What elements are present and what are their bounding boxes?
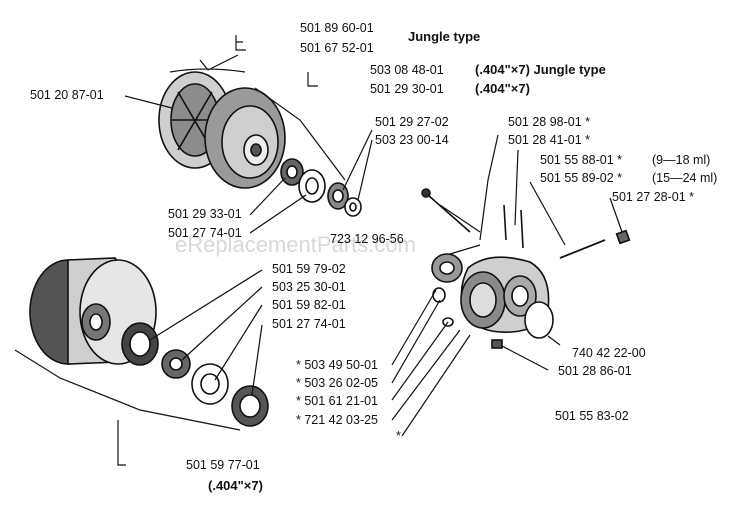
label-723-12-96-56: 723 12 96-56	[330, 232, 404, 246]
label-501-61-21-01: * 501 61 21-01	[296, 394, 378, 408]
label-404-note-1: (.404"×7)	[475, 81, 530, 96]
label-503-49-50-01: * 503 49 50-01	[296, 358, 378, 372]
label-501-59-82-01: 501 59 82-01	[272, 298, 346, 312]
pump-pins	[503, 204, 524, 249]
clutch-drum-lower	[29, 257, 157, 365]
label-asterisk: *	[396, 429, 401, 443]
label-503-23-00-14: 503 23 00-14	[375, 133, 449, 147]
label-501-28-86-01: 501 28 86-01	[558, 364, 632, 378]
oil-pump-assembly	[460, 256, 550, 333]
adjusting-screw	[559, 229, 631, 259]
label-501-89-60-01: 501 89 60-01	[300, 21, 374, 35]
needle-bearing-upper	[280, 158, 304, 186]
label-501-55-88-01: 501 55 88-01 *	[540, 153, 622, 167]
clutch-shoe-assembly	[158, 71, 286, 189]
label-jungle-note: (.404"×7) Jungle type	[475, 62, 606, 77]
label-9-18-ml: (9—18 ml)	[652, 153, 710, 167]
label-501-29-33-01: 501 29 33-01	[168, 207, 242, 221]
label-15-24-ml: (15—24 ml)	[652, 171, 717, 185]
label-503-25-30-01: 503 25 30-01	[272, 280, 346, 294]
pump-screw	[421, 188, 471, 233]
label-740-42-22-00: 740 42 22-00	[572, 346, 646, 360]
pump-plug	[491, 339, 503, 349]
washer-upper	[298, 169, 326, 203]
label-501-55-83-02: 501 55 83-02	[555, 409, 629, 423]
needle-bearing-lower	[161, 349, 191, 379]
bracket-2-line	[254, 87, 346, 181]
spur-washer-upper	[344, 197, 362, 217]
label-501-29-30-01: 501 29 30-01	[370, 82, 444, 96]
label-501-27-74-01-lower: 501 27 74-01	[272, 317, 346, 331]
label-501-28-41-01: 501 28 41-01 *	[508, 133, 590, 147]
label-501-20-87-01: 501 20 87-01	[30, 88, 104, 102]
label-501-29-27-02: 501 29 27-02	[375, 115, 449, 129]
label-404-note-2: (.404"×7)	[208, 478, 263, 493]
bracket-2	[307, 72, 318, 87]
label-501-27-74-01-upper: 501 27 74-01	[168, 226, 242, 240]
label-501-59-77-01: 501 59 77-01	[186, 458, 260, 472]
label-jungle-type: Jungle type	[408, 29, 480, 44]
washer-lower	[191, 363, 229, 405]
label-501-27-28-01: 501 27 28-01 *	[612, 190, 694, 204]
pump-o-ring	[524, 301, 554, 339]
label-501-28-98-01: 501 28 98-01 *	[508, 115, 590, 129]
label-503-08-48-01: 503 08 48-01	[370, 63, 444, 77]
bracket-1	[235, 35, 246, 51]
label-501-67-52-01: 501 67 52-01	[300, 41, 374, 55]
label-721-42-03-25: * 721 42 03-25	[296, 413, 378, 427]
watermark: eReplacementParts.com	[175, 232, 416, 257]
pump-piston	[431, 253, 463, 283]
sprocket-rim-lower	[121, 322, 159, 366]
label-501-55-89-02: 501 55 89-02 *	[540, 171, 622, 185]
bracket-1-span	[169, 54, 246, 73]
label-501-59-79-02: 501 59 79-02	[272, 262, 346, 276]
label-503-26-02-05: * 503 26 02-05	[296, 376, 378, 390]
drum-ring-lower	[231, 385, 269, 427]
